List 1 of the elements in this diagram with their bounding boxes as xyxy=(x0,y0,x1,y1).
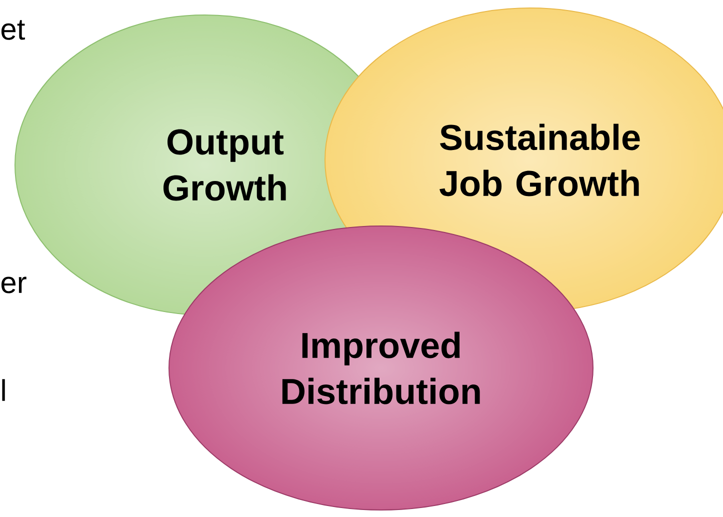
text-fragment: l xyxy=(2,379,5,401)
